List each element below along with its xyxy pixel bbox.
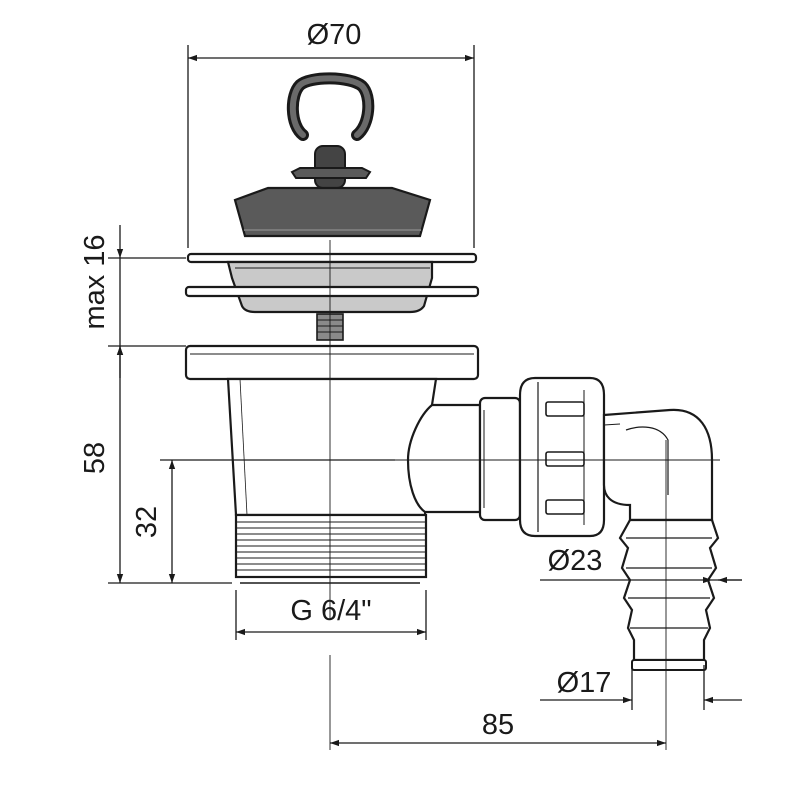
top-flange (186, 252, 478, 264)
hose-tail (618, 518, 720, 671)
label-hose-outer: Ø23 (548, 545, 603, 577)
stopper-plug (233, 186, 432, 238)
thread-lines (236, 521, 426, 571)
waste-body (184, 344, 480, 584)
lower-flange (184, 285, 480, 298)
label-thread: G 6/4" (290, 595, 371, 627)
label-outlet-height: 32 (131, 506, 163, 538)
stopper (233, 72, 432, 238)
stopper-ring (286, 72, 375, 141)
label-hose-inner: Ø17 (557, 667, 612, 699)
side-outlet (406, 376, 720, 671)
dimension-labels: Ø70 max 16 58 32 G 6/4" Ø23 Ø17 85 (79, 19, 611, 741)
strainer-basket (184, 252, 480, 341)
center-lines (329, 240, 720, 750)
label-body-height: 58 (79, 442, 111, 474)
elbow (602, 408, 714, 522)
dimension-lines (116, 54, 742, 747)
union-nut (518, 376, 606, 538)
label-max-height: max 16 (79, 234, 111, 329)
body-cone (226, 377, 438, 517)
label-top-diameter: Ø70 (307, 19, 362, 51)
outlet-pipe (406, 403, 482, 514)
body-flange (184, 344, 480, 381)
label-outlet-offset: 85 (482, 709, 514, 741)
